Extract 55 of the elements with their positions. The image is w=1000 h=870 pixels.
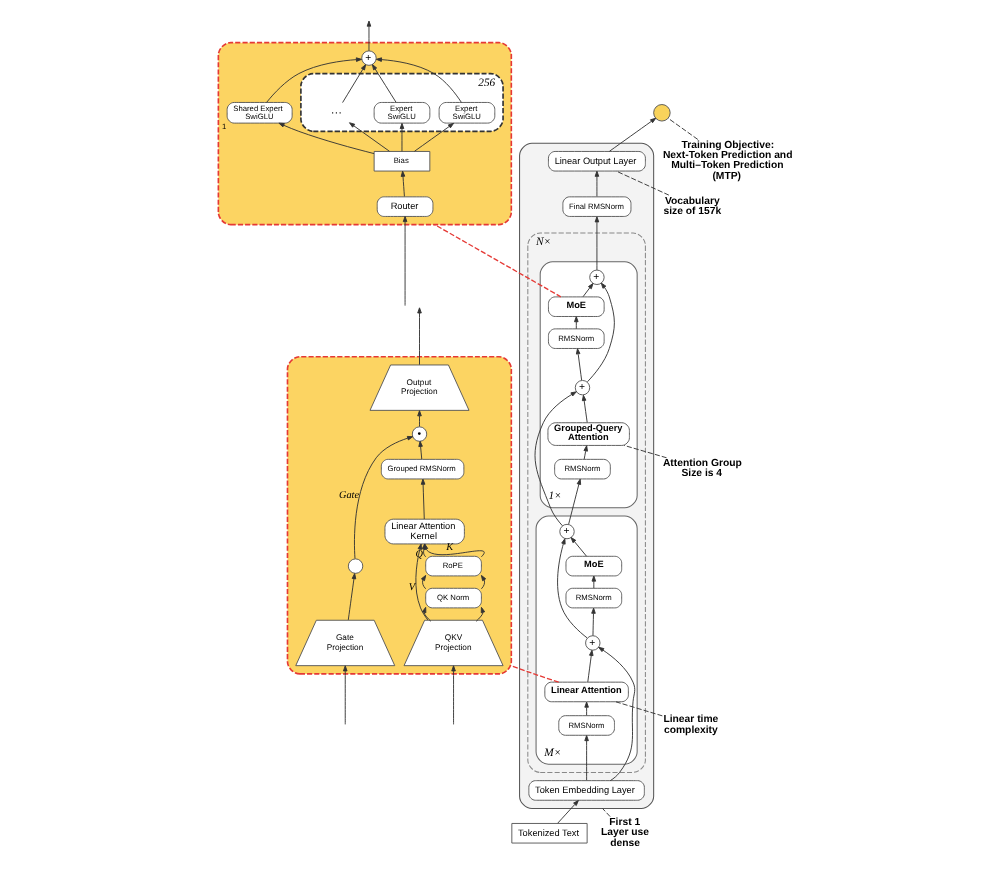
arrow: [582, 445, 587, 460]
arrow: [419, 574, 426, 590]
cluster: [538, 261, 637, 509]
arrow: [474, 606, 485, 622]
arrow: [353, 435, 413, 559]
arrow: [419, 478, 425, 520]
node-circle: [652, 104, 670, 122]
arrow: [580, 394, 587, 423]
cluster: [526, 232, 645, 773]
arrow: [574, 348, 582, 381]
arrow: [569, 537, 586, 557]
arrow: [590, 607, 595, 637]
arrow: [417, 440, 422, 460]
arrow: [450, 665, 455, 725]
connector: [614, 701, 662, 717]
arrow: [590, 575, 596, 589]
cluster: [534, 515, 637, 765]
arrow: [341, 64, 366, 104]
arrow: [365, 20, 371, 52]
arrow: [370, 64, 396, 103]
arrow: [348, 122, 389, 152]
arrow: [593, 216, 599, 271]
arrow: [277, 122, 374, 155]
connector: [614, 170, 669, 196]
arrow: [265, 57, 362, 103]
arrow: [586, 649, 593, 683]
arrow: [556, 800, 578, 824]
arrow: [556, 538, 587, 639]
arrow: [479, 574, 486, 590]
arrow: [593, 170, 599, 197]
arrow: [597, 646, 635, 782]
connector: [433, 224, 561, 298]
arrow: [399, 170, 405, 197]
arrow: [608, 117, 656, 152]
arrow: [398, 122, 404, 152]
arrow: [374, 57, 461, 103]
arrow: [581, 283, 593, 298]
arrow: [416, 410, 421, 427]
connector: [509, 665, 559, 683]
arrow: [420, 606, 431, 622]
arrow: [573, 316, 578, 330]
arrow: [567, 478, 581, 525]
arrow: [413, 122, 454, 152]
arrow: [341, 665, 347, 725]
arrow: [416, 307, 421, 366]
arrow: [346, 573, 356, 621]
arrow: [583, 701, 588, 716]
arrow: [401, 216, 407, 307]
connector: [601, 808, 610, 818]
arrow: [533, 391, 576, 527]
connector: [622, 444, 666, 459]
connector: [666, 117, 698, 140]
node-circle: [346, 558, 363, 574]
arrow: [586, 282, 614, 383]
arrow: [583, 735, 588, 781]
